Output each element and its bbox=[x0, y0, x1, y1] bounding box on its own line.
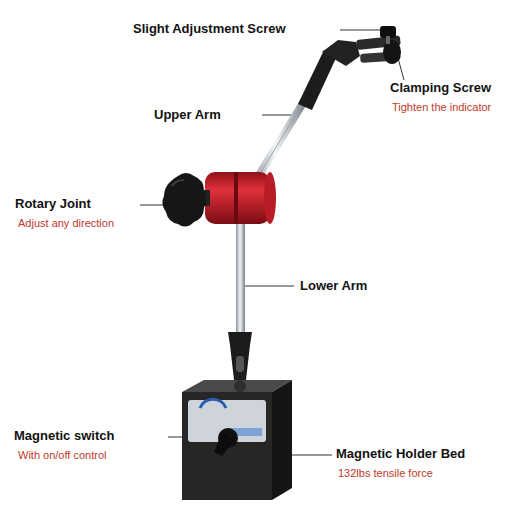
rotary-joint-end bbox=[264, 172, 276, 224]
clamp-body bbox=[322, 40, 360, 66]
base-side bbox=[272, 380, 292, 500]
leader-line bbox=[242, 286, 294, 287]
upper-sleeve bbox=[298, 50, 336, 110]
plate-mark bbox=[200, 399, 226, 408]
part-name: Upper Arm bbox=[154, 108, 221, 122]
part-name: Slight Adjustment Screw bbox=[133, 22, 286, 36]
clamping-screw bbox=[383, 40, 401, 64]
rotary-joint-body bbox=[205, 172, 270, 224]
rotary-joint-seam bbox=[234, 172, 238, 224]
part-name: Lower Arm bbox=[300, 279, 367, 293]
leader-line bbox=[290, 455, 332, 456]
leader-lines bbox=[140, 30, 404, 455]
leader-line bbox=[398, 58, 404, 80]
adjustment-screw-stem bbox=[386, 36, 390, 44]
switch-knob bbox=[214, 432, 234, 456]
base-post bbox=[234, 380, 246, 392]
lower-rod bbox=[236, 222, 245, 334]
part-name: Magnetic switch bbox=[14, 429, 114, 443]
part-note: 132lbs tensile force bbox=[338, 467, 433, 479]
part-note: Tighten the indicator bbox=[392, 101, 491, 113]
knob-highlight bbox=[172, 180, 184, 186]
part-name: Rotary Joint bbox=[15, 197, 91, 211]
part-name: Clamping Screw bbox=[390, 81, 491, 95]
rotary-knob bbox=[162, 173, 206, 227]
lower-sleeve bbox=[228, 332, 252, 380]
part-note: With on/off control bbox=[18, 449, 106, 461]
base-front bbox=[182, 392, 272, 500]
part-note: Adjust any direction bbox=[18, 217, 114, 229]
part-name: Magnetic Holder Bed bbox=[336, 447, 465, 461]
leader-line bbox=[340, 30, 384, 31]
sleeve-slot bbox=[236, 356, 244, 372]
